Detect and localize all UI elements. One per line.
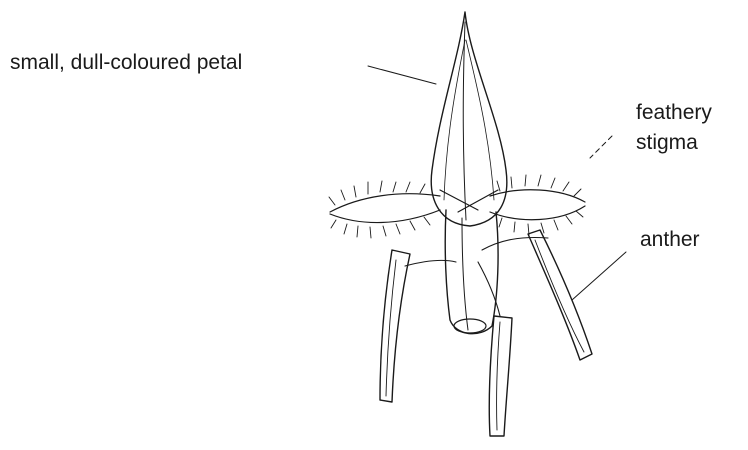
leader-line-petal [368, 66, 436, 84]
leader-line-anther [572, 252, 626, 300]
filaments [405, 238, 548, 317]
floret-body [445, 210, 498, 334]
leader-line-stigma [590, 136, 612, 158]
feathery-stigma [329, 175, 585, 238]
label-stigma: feathery stigma [636, 98, 712, 158]
label-petal: small, dull-coloured petal [10, 50, 242, 76]
label-anther: anther [640, 227, 700, 253]
label-stigma-line2: stigma [636, 128, 712, 158]
anthers [380, 230, 592, 436]
label-stigma-line1: feathery [636, 98, 712, 128]
leader-lines [368, 66, 626, 300]
